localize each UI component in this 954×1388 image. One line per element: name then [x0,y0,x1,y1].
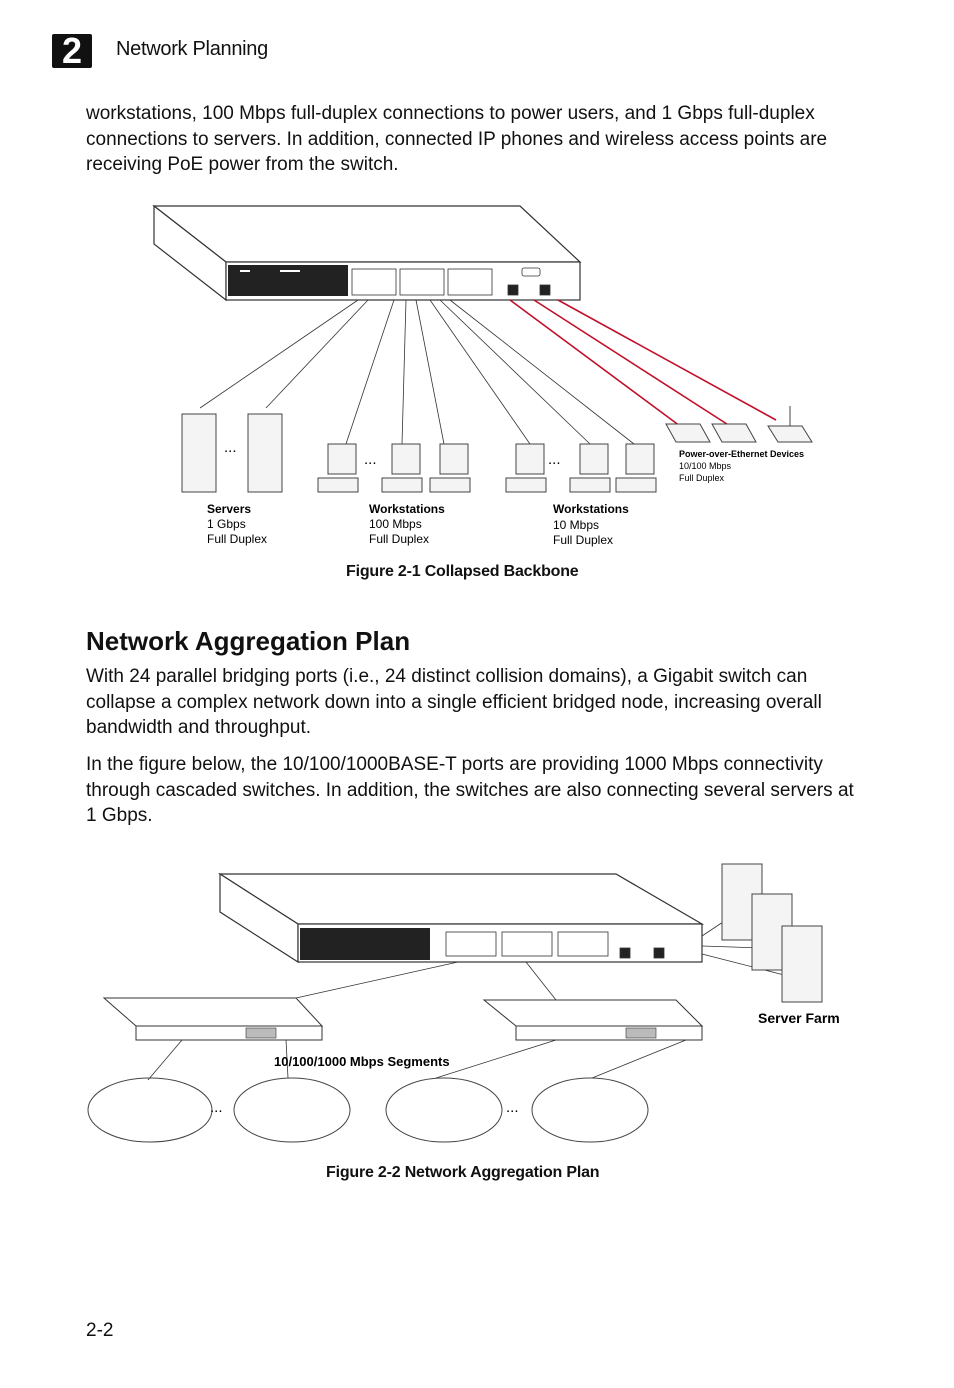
server-farm-icons [721,863,823,1003]
ellipsis-ws10: ... [548,451,561,468]
chapter-number-badge: 2 [52,33,92,69]
ellipsis-servers: ... [224,439,237,456]
section-heading: Network Aggregation Plan [86,626,411,656]
intro-paragraph: workstations, 100 Mbps full-duplex conne… [86,103,828,175]
edge-switch-right [482,999,704,1041]
workstation-icons [317,443,657,493]
svg-text:Workstations: Workstations [369,502,445,516]
copper-links [199,299,635,445]
svg-text:Full Duplex: Full Duplex [207,532,267,546]
section-paragraph-2: In the figure below, the 10/100/1000BASE… [86,754,854,826]
svg-text:Workstations: Workstations [553,502,629,516]
running-header-title: Network Planning [116,38,268,60]
svg-text:Power-over-Ethernet Devices: Power-over-Ethernet Devices [679,449,804,459]
segments-label: 10/100/1000 Mbps Segments [274,1054,450,1069]
section-paragraph-1: With 24 parallel bridging ports (i.e., 2… [86,666,822,738]
figure-2-caption: Figure 2-2 Network Aggregation Plan [326,1164,600,1181]
figure-collapsed-backbone: ... ... ... Servers 1 Gbps Full Duplex W… [152,204,813,547]
poe-device-icons [665,406,813,443]
ellipsis-ws100: ... [364,451,377,468]
server-icons [181,413,283,493]
segment-clusters [87,1077,649,1143]
svg-text:1 Gbps: 1 Gbps [207,517,246,531]
figure-network-aggregation: ... ... 10/100/1000 Mbps Segments Server… [87,863,840,1143]
ellipsis-right: ... [506,1099,519,1116]
core-switch [152,204,582,302]
svg-text:10/100 Mbps: 10/100 Mbps [679,461,732,471]
svg-text:100 Mbps: 100 Mbps [369,517,422,531]
svg-text:Full Duplex: Full Duplex [369,532,429,546]
svg-text:Servers: Servers [207,502,251,516]
edge-switch-left [102,997,324,1041]
svg-text:Full Duplex: Full Duplex [553,533,613,547]
page-number: 2-2 [86,1320,114,1341]
server-farm-label: Server Farm [758,1010,840,1026]
ellipsis-left: ... [210,1099,223,1116]
svg-text:Full Duplex: Full Duplex [679,473,725,483]
core-switch [217,872,705,964]
svg-text:10 Mbps: 10 Mbps [553,518,599,532]
group-labels: Servers 1 Gbps Full Duplex Workstations … [207,449,804,547]
figure-1-caption: Figure 2-1 Collapsed Backbone [346,563,579,580]
poe-links [509,299,777,427]
